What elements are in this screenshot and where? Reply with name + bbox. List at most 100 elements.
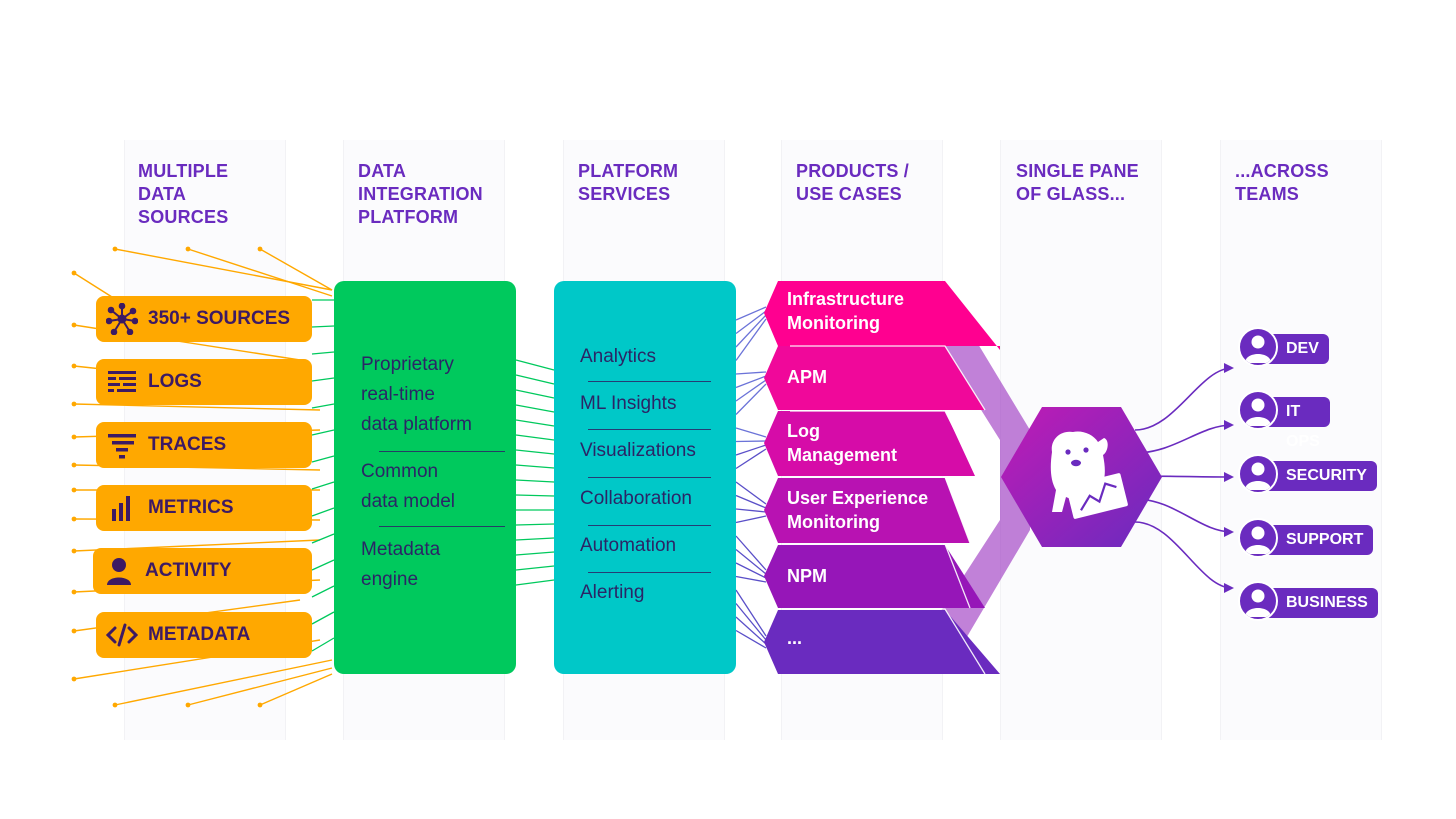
services-feed-line xyxy=(515,494,555,497)
source-feed-dot xyxy=(71,516,77,522)
products-feed-line xyxy=(735,318,767,361)
source-label: METRICS xyxy=(148,497,234,518)
services-divider xyxy=(588,572,711,573)
services-feed-line xyxy=(515,537,555,541)
user-avatar-icon xyxy=(1238,390,1278,430)
integration-feed-line xyxy=(311,481,335,490)
services-feed-line xyxy=(515,419,555,427)
source-metrics: METRICS xyxy=(96,485,312,531)
services-feed-line xyxy=(515,464,555,469)
product-label-more: ... xyxy=(787,628,803,648)
integration-feed-line xyxy=(311,429,335,436)
products-feed-line xyxy=(735,310,767,335)
products-feed-line xyxy=(735,548,767,575)
column-guide-teams xyxy=(1220,140,1382,740)
integration-divider xyxy=(379,526,505,527)
services-feed-line xyxy=(515,551,555,556)
source-feed-dot xyxy=(71,628,77,634)
products-feed-line xyxy=(735,616,767,645)
source-feed-dot xyxy=(185,246,191,252)
products-feed-line xyxy=(735,494,767,509)
products-feed-line xyxy=(735,629,767,649)
products-feed-line xyxy=(735,603,767,641)
user-avatar-icon xyxy=(1238,518,1278,558)
service-visualizations: Visualizations xyxy=(580,440,696,461)
log-lines-icon xyxy=(106,366,138,398)
services-feed-line xyxy=(515,389,555,399)
integration-feed-line xyxy=(311,403,335,409)
products-feed-line xyxy=(735,589,767,637)
source-feed-dot xyxy=(71,270,77,276)
services-feed-line xyxy=(515,434,555,441)
product-label-apm: APM xyxy=(787,367,827,387)
products-feed-line xyxy=(735,444,767,456)
source-feed-dot xyxy=(112,702,118,708)
services-feed-line xyxy=(515,359,555,371)
network-icon xyxy=(106,303,138,335)
source-feed-line xyxy=(187,667,333,706)
source-feed-dot xyxy=(71,676,77,682)
products-feed-line xyxy=(735,515,767,524)
source-traces: TRACES xyxy=(96,422,312,468)
source-feed-dot xyxy=(71,363,77,369)
source-feed-dot xyxy=(257,702,263,708)
services-feed-line xyxy=(515,479,555,483)
source-feed-dot xyxy=(71,401,77,407)
integration-feed-line xyxy=(311,585,335,598)
team-arrow-line xyxy=(1134,367,1233,431)
services-feed-line xyxy=(515,565,555,571)
products-funnel xyxy=(900,281,1030,674)
services-feed-line xyxy=(515,449,555,455)
source-activity: ACTIVITY xyxy=(93,548,312,594)
source-feed-dot xyxy=(185,702,191,708)
product-row-more xyxy=(764,610,1000,674)
integration-feed-line xyxy=(311,559,335,571)
source-label: METADATA xyxy=(148,624,251,645)
service-ml-insights: ML Insights xyxy=(580,393,677,414)
product-row-apm xyxy=(764,346,985,410)
services-feed-line xyxy=(515,523,555,526)
products-feed-line xyxy=(735,508,767,513)
integration-feed-line xyxy=(311,533,335,544)
products-feed-line xyxy=(735,306,767,321)
products-feed-line xyxy=(735,383,767,415)
source-feed-dot xyxy=(71,462,77,468)
bar-chart-icon xyxy=(106,492,138,524)
source-feed-dot xyxy=(71,487,77,493)
service-automation: Automation xyxy=(580,535,677,556)
source-feed-line xyxy=(114,248,333,291)
services-feed-line xyxy=(515,374,555,385)
source-label: 350+ SOURCES xyxy=(148,308,291,329)
integration-feed-line xyxy=(311,325,335,328)
products-feed-line xyxy=(735,575,767,583)
services-divider xyxy=(588,525,711,526)
source-feed-dot xyxy=(257,246,263,252)
user-avatar-icon xyxy=(1238,327,1278,367)
products-feed-line xyxy=(735,481,767,505)
integration-divider xyxy=(379,451,505,452)
products-feed-line xyxy=(735,448,767,470)
user-avatar-icon xyxy=(1238,581,1278,621)
products-feed-line xyxy=(735,375,767,389)
traces-icon xyxy=(106,429,138,461)
source-feed-dot xyxy=(71,322,77,328)
products-feed-line xyxy=(735,371,767,375)
user-avatar-icon xyxy=(1238,454,1278,494)
products-feed-line xyxy=(735,427,767,438)
source-label: ACTIVITY xyxy=(145,560,232,581)
source-feed-line xyxy=(259,673,333,706)
integration-feed-line xyxy=(311,637,335,652)
services-feed-line xyxy=(515,404,555,413)
source-logs: LOGS xyxy=(96,359,312,405)
integration-feed-line xyxy=(311,351,335,355)
source-feed-dot xyxy=(71,548,77,554)
integration-panel xyxy=(334,281,516,674)
source-feed-dot xyxy=(71,589,77,595)
